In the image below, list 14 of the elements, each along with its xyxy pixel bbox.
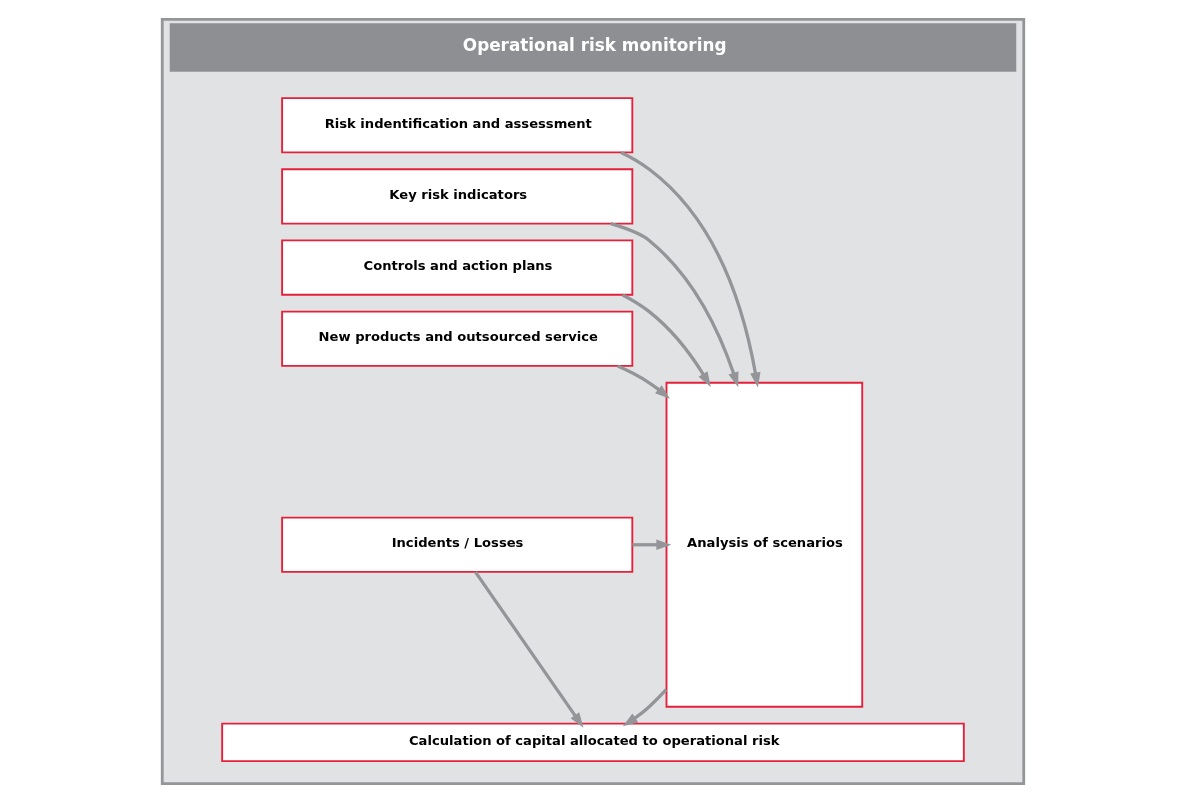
node-box: Key risk indicators xyxy=(281,168,634,225)
arrow xyxy=(621,293,711,387)
arrow xyxy=(610,222,739,388)
arrow xyxy=(616,364,671,399)
node-box: Risk indentification and assessment xyxy=(281,97,634,154)
node-box: Incidents / Losses xyxy=(281,516,634,573)
arrow xyxy=(620,151,761,388)
node-box: New products and outsourced service xyxy=(281,310,634,367)
arrow xyxy=(474,571,584,728)
arrow xyxy=(622,688,668,727)
node-box: Analysis of scenarios xyxy=(665,381,864,708)
node-box: Calculation of capital allocated to operational risk xyxy=(221,722,965,763)
node-box: Controls and action plans xyxy=(281,239,634,296)
arrow xyxy=(632,539,672,551)
